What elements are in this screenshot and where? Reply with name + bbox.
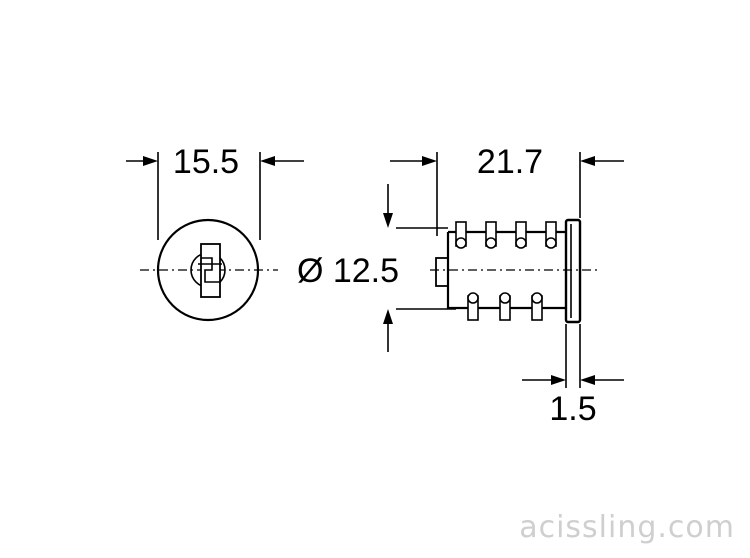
key-plug [190,243,226,298]
dimension-front-width: 15.5 [173,143,239,181]
length-dimension-arrows [390,156,624,166]
dimension-length: 21.7 [477,143,543,181]
front-dimension-arrows [126,156,304,166]
diameter-dimension-arrows [383,184,456,352]
flange-dimension-arrows [522,375,624,385]
dimension-flange-thickness: 1.5 [549,390,596,428]
side-view: 21.7 Ø 12.5 [297,143,624,428]
top-tumblers [455,221,557,249]
dimension-diameter: Ø 12.5 [297,252,399,290]
front-view: 15.5 [126,143,304,322]
watermark: acissling.com [519,510,735,545]
bottom-tumblers [467,292,543,321]
